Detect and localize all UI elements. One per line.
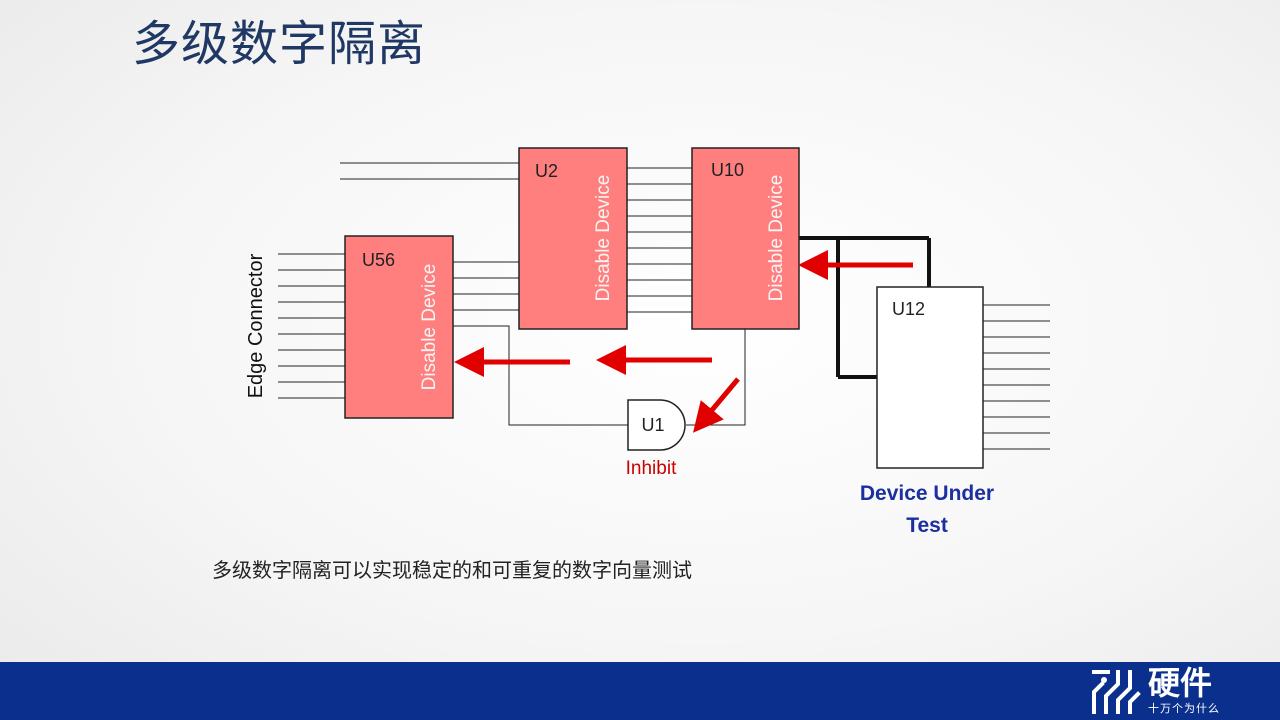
dut-label-line2: Test [906, 514, 948, 537]
gate-u1: U1 [627, 399, 686, 451]
u12-output-pins [983, 304, 1050, 450]
device-u10-text: Disable Device [766, 175, 787, 302]
device-u2-id: U2 [535, 161, 558, 181]
footer-bar: 硬件 十万个为什么 [0, 662, 1280, 720]
dut-label-line1: Device Under [860, 482, 994, 505]
u56-u2-bus [453, 261, 519, 311]
footer-logo: 硬件 十万个为什么 [1090, 664, 1220, 718]
device-u10-id: U10 [711, 160, 744, 180]
device-u56-text: Disable Device [419, 264, 440, 391]
device-u2: U2 Disable Device [518, 147, 628, 330]
u2-input-lines [340, 162, 519, 180]
device-u2-text: Disable Device [593, 175, 614, 302]
device-u10: U10 Disable Device [691, 147, 800, 330]
inhibit-wiring [453, 325, 746, 426]
arrow-to-gate [693, 377, 740, 433]
inhibit-label: Inhibit [626, 458, 677, 479]
circuit-logo-icon [1092, 670, 1141, 714]
device-u56: U56 Disable Device [344, 235, 454, 419]
u2-u10-bus [627, 167, 692, 313]
slide-caption: 多级数字隔离可以实现稳定的和可重复的数字向量测试 [212, 558, 692, 582]
gate-u1-id: U1 [641, 415, 664, 435]
edge-connector-label: Edge Connector [245, 253, 267, 398]
device-u12: U12 [876, 286, 984, 469]
signal-arrows [454, 250, 913, 433]
isolation-diagram: Edge Connector [245, 147, 1050, 537]
slide-title: 多级数字隔离 [132, 16, 427, 72]
device-u12-id: U12 [892, 299, 925, 319]
logo-text-sub: 十万个为什么 [1148, 702, 1220, 715]
logo-text-main: 硬件 [1148, 664, 1213, 702]
device-u56-id: U56 [362, 250, 395, 270]
edge-connector-pins [278, 253, 345, 399]
dut-bus [799, 236, 931, 379]
